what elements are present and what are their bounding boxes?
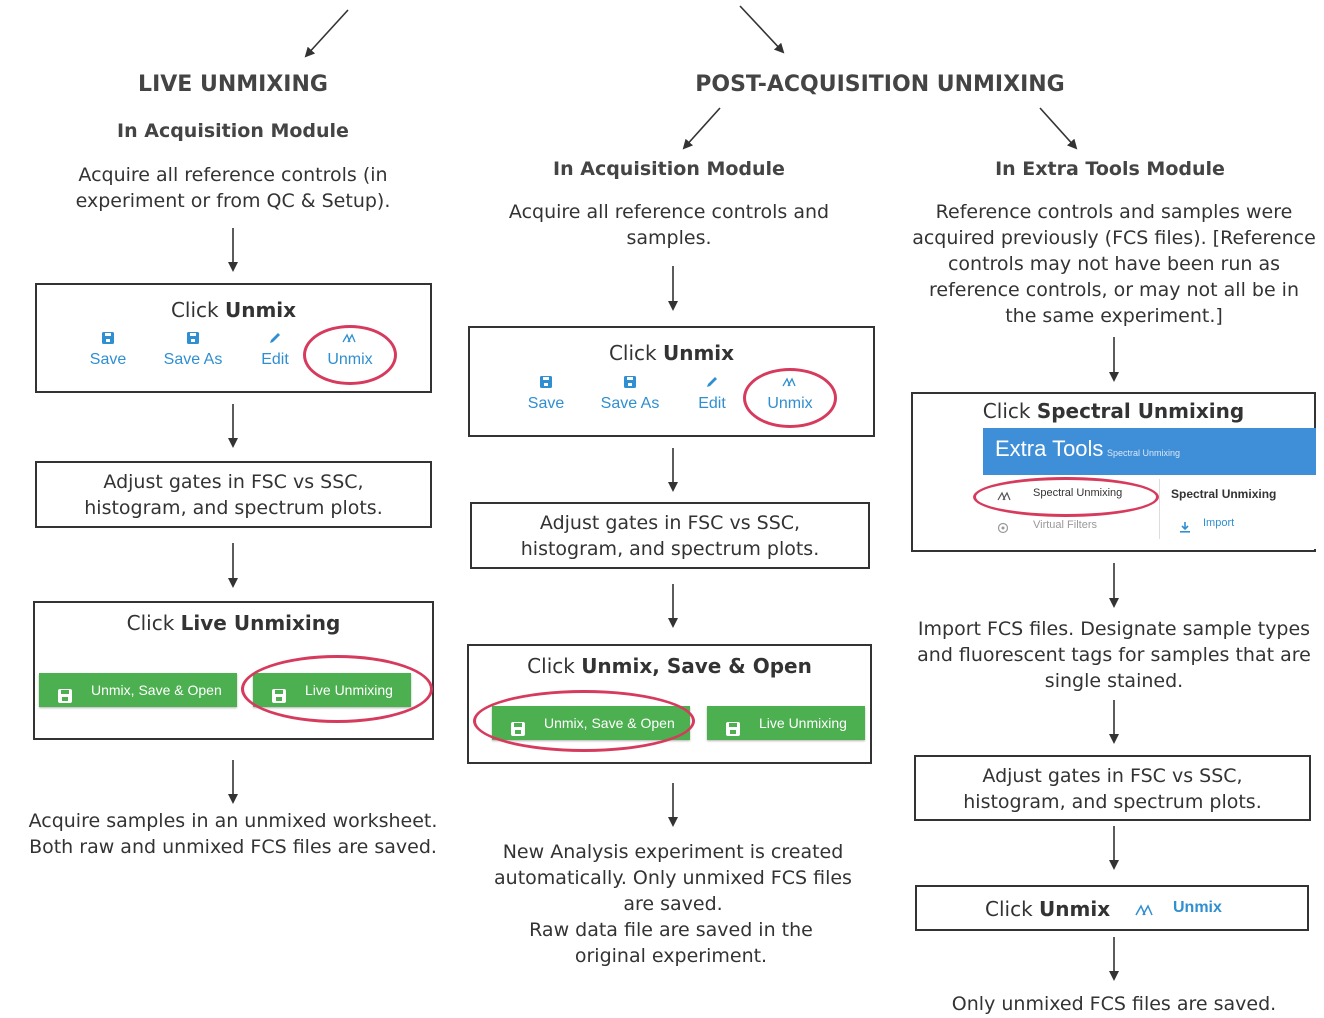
save-icon bbox=[271, 682, 287, 703]
save-icon bbox=[57, 682, 73, 703]
import-button[interactable]: Import bbox=[1179, 517, 1259, 535]
post-acq-save-button[interactable]: Save bbox=[506, 375, 586, 413]
panel-divider bbox=[1159, 479, 1160, 539]
live-edit-button[interactable]: Edit bbox=[235, 331, 315, 369]
live-click-live-title: Click Live Unmixing bbox=[126, 611, 341, 635]
post-acq-click-uso-box: Click Unmix, Save & Open Unmix, Save & O… bbox=[467, 644, 872, 764]
post-acq-step-acquire: Acquire all reference controls and sampl… bbox=[508, 201, 830, 249]
post-acq-raw-note: Raw data file are saved in the original … bbox=[529, 919, 813, 967]
live-unmixing-button[interactable]: Live Unmixing bbox=[707, 706, 865, 740]
download-icon bbox=[1179, 518, 1191, 537]
save-icon bbox=[725, 715, 741, 736]
live-unmixing-button[interactable]: Live Unmixing bbox=[253, 673, 411, 707]
live-unmixing-header: LIVE UNMIXING bbox=[138, 72, 328, 97]
post-acq-adjust-gates-text: Adjust gates in FSC vs SSC, histogram, a… bbox=[520, 512, 820, 560]
live-result-text: Acquire samples in an unmixed worksheet.… bbox=[28, 810, 438, 858]
live-click-live-unmixing-box: Click Live Unmixing Unmix, Save & Open L… bbox=[33, 601, 434, 740]
unmix-save-open-button[interactable]: Unmix, Save & Open bbox=[492, 706, 690, 740]
menu-item-virtual-filters[interactable]: Virtual Filters bbox=[993, 517, 1153, 535]
extra-result-text: Only unmixed FCS files are saved. bbox=[951, 993, 1277, 1015]
live-module-label: In Acquisition Module bbox=[117, 120, 349, 142]
extra-tools-subtitle: Spectral Unmixing bbox=[1107, 448, 1181, 458]
extra-tools-title: Extra Tools bbox=[995, 436, 1104, 461]
save-icon bbox=[510, 715, 526, 736]
edit-pencil-icon bbox=[672, 375, 752, 393]
arrow-to-post bbox=[739, 5, 785, 54]
unmix-icon bbox=[997, 487, 1013, 506]
extra-click-spectral-box: Click Spectral Unmixing Extra Tools Spec… bbox=[911, 392, 1316, 552]
extra-adjust-gates-box: Adjust gates in FSC vs SSC, histogram, a… bbox=[914, 755, 1311, 821]
extra-click-unmix-title: Click Unmix bbox=[985, 897, 1111, 921]
filter-icon bbox=[997, 519, 1009, 538]
post-acq-click-unmix-title: Click Unmix bbox=[608, 341, 735, 365]
unmix-icon bbox=[310, 331, 390, 349]
extra-tools-panel-header: Extra Tools Spectral Unmixing bbox=[983, 428, 1316, 475]
post-acq-unmix-button[interactable]: Unmix bbox=[750, 375, 830, 413]
post-acq-result-text: New Analysis experiment is created autom… bbox=[494, 841, 852, 915]
live-step-acquire: Acquire all reference controls (in exper… bbox=[75, 164, 391, 212]
live-unmix-button[interactable]: Unmix bbox=[310, 331, 390, 369]
extra-unmix-button[interactable]: Unmix bbox=[1135, 899, 1235, 921]
unmix-icon bbox=[1135, 902, 1155, 921]
extra-import-text: Import FCS files. Designate sample types… bbox=[917, 618, 1311, 692]
unmix-icon bbox=[750, 375, 830, 393]
arrow-post-to-acq bbox=[682, 107, 721, 150]
unmix-save-open-button[interactable]: Unmix, Save & Open bbox=[39, 673, 237, 707]
post-acquisition-header: POST-ACQUISITION UNMIXING bbox=[695, 72, 1065, 97]
extra-tools-panel-body: Spectral Unmixing Virtual Filters Spectr… bbox=[983, 475, 1316, 549]
save-icon bbox=[68, 331, 148, 349]
save-icon bbox=[590, 375, 670, 393]
extra-click-spectral-title: Click Spectral Unmixing bbox=[982, 399, 1245, 423]
arrow-to-live bbox=[304, 9, 349, 58]
post-acq-save-as-button[interactable]: Save As bbox=[590, 375, 670, 413]
save-icon bbox=[506, 375, 586, 393]
edit-pencil-icon bbox=[235, 331, 315, 349]
menu-item-spectral-unmixing[interactable]: Spectral Unmixing bbox=[993, 485, 1153, 503]
extra-step-previous: Reference controls and samples were acqu… bbox=[912, 201, 1316, 327]
post-acq-adjust-gates-box: Adjust gates in FSC vs SSC, histogram, a… bbox=[470, 502, 870, 569]
arrow-post-to-extra bbox=[1039, 107, 1078, 150]
post-acq-module-label: In Acquisition Module bbox=[553, 158, 785, 180]
extra-module-label: In Extra Tools Module bbox=[995, 158, 1225, 180]
live-click-unmix-box: Click Unmix Save Save As Edit Unmix bbox=[35, 283, 432, 393]
live-adjust-gates-box: Adjust gates in FSC vs SSC, histogram, a… bbox=[35, 461, 432, 528]
live-click-unmix-title: Click Unmix bbox=[170, 298, 297, 322]
live-save-button[interactable]: Save bbox=[68, 331, 148, 369]
post-acq-edit-button[interactable]: Edit bbox=[672, 375, 752, 413]
post-acq-click-unmix-box: Click Unmix Save Save As Edit Unmix bbox=[468, 326, 875, 437]
save-icon bbox=[153, 331, 233, 349]
section-label-spectral-unmixing: Spectral Unmixing bbox=[1171, 487, 1277, 501]
post-acq-click-uso-title: Click Unmix, Save & Open bbox=[527, 654, 812, 678]
live-save-as-button[interactable]: Save As bbox=[153, 331, 233, 369]
extra-click-unmix-box: Click Unmix Unmix bbox=[915, 885, 1309, 931]
live-adjust-gates-text: Adjust gates in FSC vs SSC, histogram, a… bbox=[84, 471, 383, 519]
extra-adjust-gates-text: Adjust gates in FSC vs SSC, histogram, a… bbox=[963, 765, 1262, 813]
